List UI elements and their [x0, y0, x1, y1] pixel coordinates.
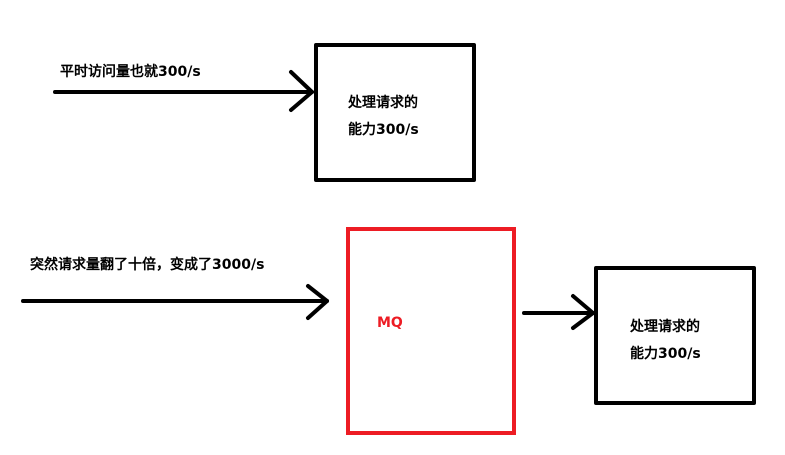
surge-traffic-label: 突然请求量翻了十倍，变成了3000/s	[30, 257, 265, 273]
normal-arrow	[53, 70, 314, 112]
queue-to-processor-arrow	[522, 294, 595, 330]
surge-arrow	[21, 284, 329, 320]
mq-box	[346, 227, 516, 435]
processor-box-surge	[594, 266, 756, 405]
processor-label-line2: 能力300/s	[630, 346, 701, 362]
processor-label-line1: 处理请求的	[348, 95, 418, 111]
processor-label-line2: 能力300/s	[348, 122, 419, 138]
processor-label-line1: 处理请求的	[630, 319, 700, 335]
processor-box-normal	[314, 43, 476, 182]
normal-traffic-label: 平时访问量也就300/s	[60, 64, 201, 80]
mq-label: MQ	[377, 315, 403, 331]
